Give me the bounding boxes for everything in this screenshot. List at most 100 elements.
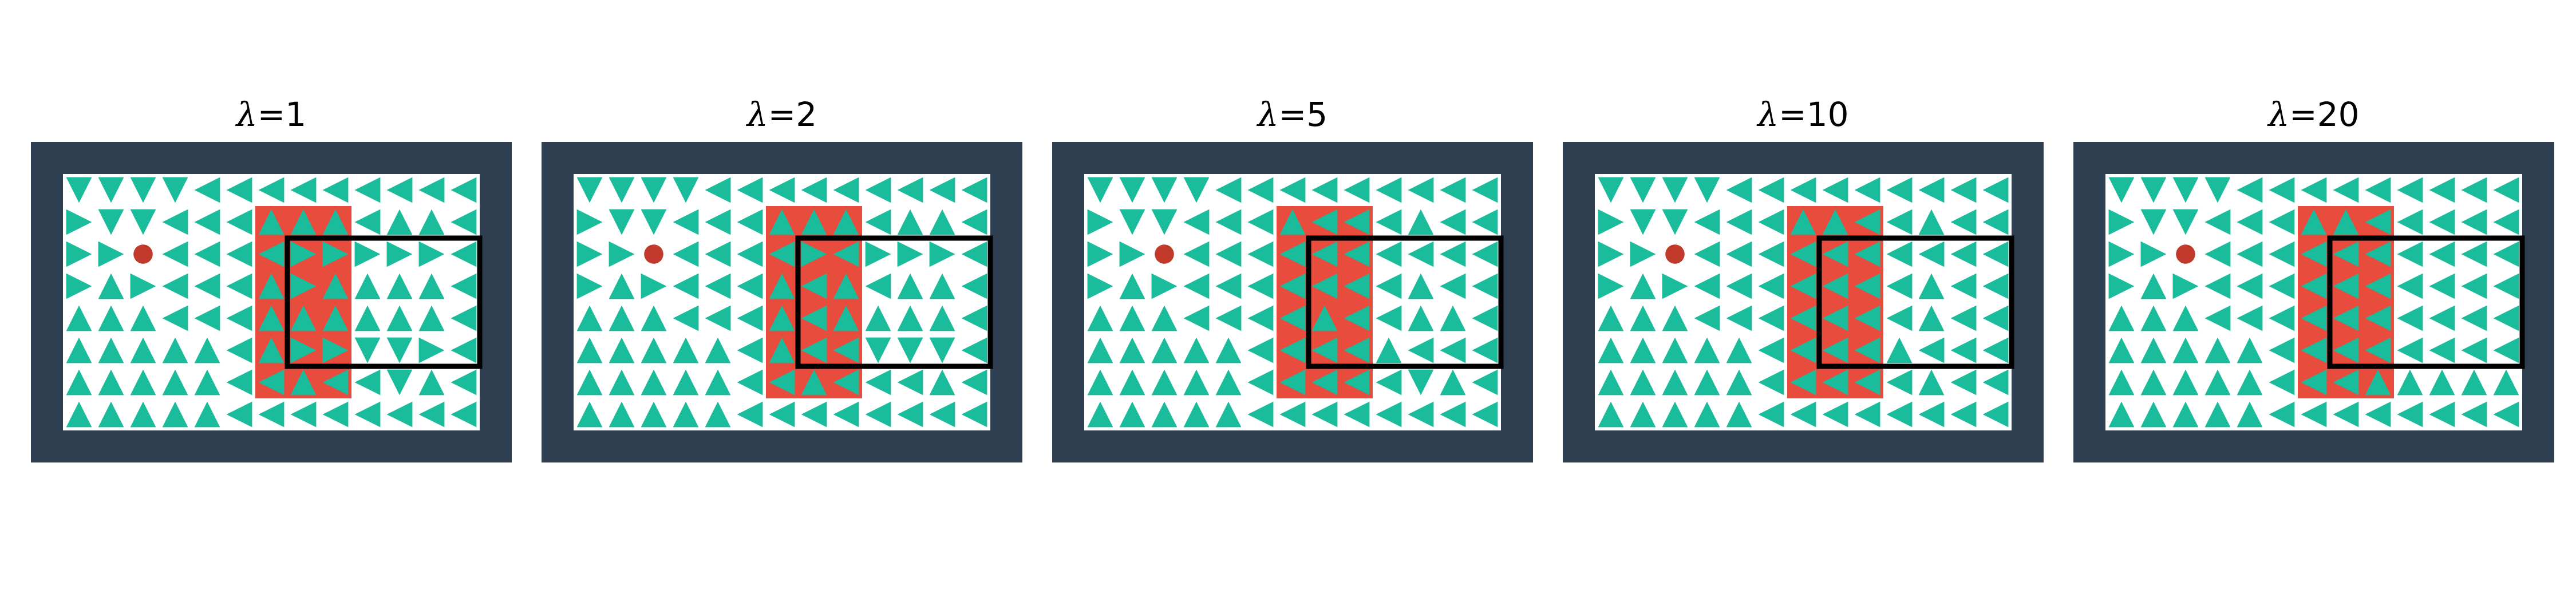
arrow-left-icon bbox=[162, 305, 188, 331]
arrow-up-icon bbox=[929, 273, 955, 299]
arrow-left-icon bbox=[961, 369, 987, 396]
arrow-up-icon bbox=[290, 369, 317, 396]
arrow-left-icon bbox=[673, 209, 699, 235]
arrow-up-icon bbox=[258, 305, 285, 331]
arrow-left-icon bbox=[354, 401, 381, 428]
arrow-left-icon bbox=[865, 369, 891, 396]
arrow-up-icon bbox=[2140, 369, 2167, 396]
arrow-left-icon bbox=[1344, 241, 1370, 267]
arrow-left-icon bbox=[673, 273, 699, 299]
arrow-up-icon bbox=[1598, 401, 1624, 428]
arrow-left-icon bbox=[801, 337, 827, 363]
arrow-left-icon bbox=[2493, 209, 2519, 235]
arrow-up-icon bbox=[609, 305, 635, 331]
arrow-left-icon bbox=[705, 241, 731, 267]
arrow-up-icon bbox=[66, 305, 92, 331]
arrow-left-icon bbox=[1918, 241, 1945, 267]
arrow-up-icon bbox=[66, 401, 92, 428]
arrow-left-icon bbox=[451, 369, 477, 396]
arrow-left-icon bbox=[2397, 177, 2423, 203]
arrow-up-icon bbox=[1119, 273, 1145, 299]
arrow-left-icon bbox=[2365, 241, 2391, 267]
arrow-up-icon bbox=[2204, 401, 2231, 428]
arrow-right-icon bbox=[641, 273, 667, 299]
arrow-up-icon bbox=[1630, 273, 1656, 299]
arrow-up-icon bbox=[354, 273, 381, 299]
arrow-left-icon bbox=[2333, 177, 2359, 203]
arrow-left-icon bbox=[162, 273, 188, 299]
arrow-left-icon bbox=[769, 241, 795, 267]
arrow-left-icon bbox=[1408, 401, 1434, 428]
arrow-up-icon bbox=[2172, 401, 2199, 428]
arrow-left-icon bbox=[833, 337, 859, 363]
gridworld-map bbox=[2073, 142, 2554, 462]
arrow-left-icon bbox=[961, 337, 987, 363]
arrow-right-icon bbox=[130, 273, 156, 299]
arrow-down-icon bbox=[1087, 177, 1113, 203]
arrow-left-icon bbox=[322, 369, 349, 396]
arrow-left-icon bbox=[929, 177, 955, 203]
arrow-left-icon bbox=[194, 241, 220, 267]
highlight-box bbox=[285, 235, 483, 369]
arrow-left-icon bbox=[2493, 337, 2519, 363]
arrow-up-icon bbox=[1183, 369, 1210, 396]
arrow-up-icon bbox=[418, 369, 445, 396]
arrow-right-icon bbox=[354, 241, 381, 267]
arrow-right-icon bbox=[929, 241, 955, 267]
arrow-up-icon bbox=[641, 401, 667, 428]
arrow-left-icon bbox=[2365, 401, 2391, 428]
arrow-down-icon bbox=[2140, 209, 2167, 235]
arrow-left-icon bbox=[705, 209, 731, 235]
arrow-up-icon bbox=[1408, 305, 1434, 331]
arrow-down-icon bbox=[98, 177, 124, 203]
arrow-left-icon bbox=[258, 177, 285, 203]
arrow-up-icon bbox=[705, 369, 731, 396]
arrow-up-icon bbox=[641, 369, 667, 396]
arrow-right-icon bbox=[1662, 273, 1688, 299]
arrow-left-icon bbox=[1376, 273, 1402, 299]
arrow-left-icon bbox=[1758, 305, 1784, 331]
arrow-left-icon bbox=[1918, 177, 1945, 203]
arrow-up-icon bbox=[418, 209, 445, 235]
arrow-up-icon bbox=[641, 305, 667, 331]
arrow-left-icon bbox=[1472, 401, 1498, 428]
arrow-right-icon bbox=[1151, 273, 1178, 299]
arrow-right-icon bbox=[2108, 273, 2135, 299]
arrow-left-icon bbox=[2301, 273, 2327, 299]
arrow-left-icon bbox=[258, 241, 285, 267]
arrow-left-icon bbox=[1950, 177, 1977, 203]
arrow-up-icon bbox=[1440, 369, 1466, 396]
arrow-left-icon bbox=[1344, 369, 1370, 396]
arrow-up-icon bbox=[194, 401, 220, 428]
arrow-left-icon bbox=[1758, 369, 1784, 396]
arrow-up-icon bbox=[162, 369, 188, 396]
arrow-left-icon bbox=[1918, 337, 1945, 363]
arrow-up-icon bbox=[2204, 369, 2231, 396]
arrow-up-icon bbox=[1726, 401, 1752, 428]
arrow-up-icon bbox=[194, 337, 220, 363]
arrow-up-icon bbox=[322, 305, 349, 331]
panel-lambda-5: λ=5 bbox=[1052, 92, 1533, 462]
arrow-left-icon bbox=[1279, 337, 1306, 363]
arrow-down-icon bbox=[98, 209, 124, 235]
arrow-left-icon bbox=[2397, 241, 2423, 267]
arrow-up-icon bbox=[2108, 305, 2135, 331]
arrow-right-icon bbox=[897, 241, 923, 267]
arrow-up-icon bbox=[609, 273, 635, 299]
arrow-up-icon bbox=[609, 401, 635, 428]
arrow-left-icon bbox=[1311, 177, 1338, 203]
arrow-right-icon bbox=[1598, 241, 1624, 267]
arrow-left-icon bbox=[1950, 401, 1977, 428]
arrow-left-icon bbox=[2333, 337, 2359, 363]
arrow-left-icon bbox=[897, 369, 923, 396]
arrow-right-icon bbox=[1087, 241, 1113, 267]
arrow-up-icon bbox=[98, 305, 124, 331]
arrow-left-icon bbox=[1472, 177, 1498, 203]
lambda-symbol: λ bbox=[1257, 95, 1279, 134]
arrow-left-icon bbox=[1854, 337, 1880, 363]
arrow-left-icon bbox=[2333, 401, 2359, 428]
arrow-down-icon bbox=[1630, 177, 1656, 203]
arrow-down-icon bbox=[1662, 209, 1688, 235]
lambda-symbol: λ bbox=[236, 95, 258, 134]
arrow-left-icon bbox=[354, 369, 381, 396]
